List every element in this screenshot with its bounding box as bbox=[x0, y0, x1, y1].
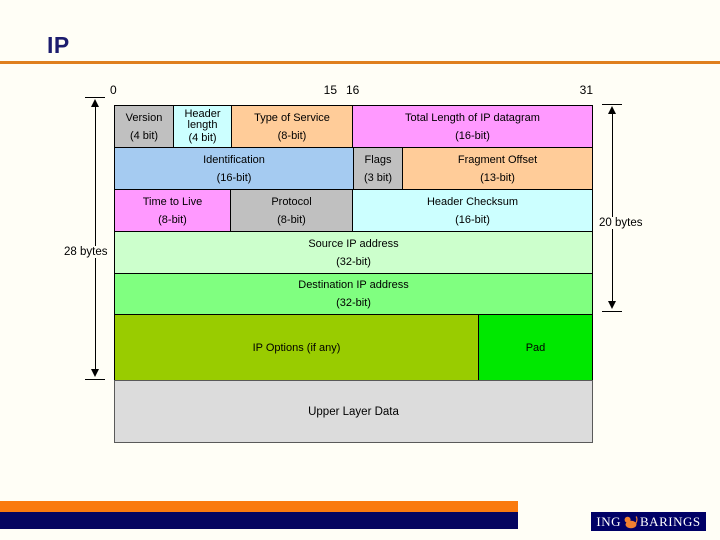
size-label-20-bytes: 20 bytes bbox=[597, 217, 645, 229]
field-pad: Pad bbox=[478, 314, 593, 381]
field-name: Flags bbox=[364, 153, 392, 166]
bit-label-0: 0 bbox=[110, 83, 117, 97]
bit-label-15: 15 bbox=[323, 83, 337, 97]
left-arrow-down-head bbox=[91, 369, 99, 377]
right-arrow-down-head bbox=[608, 301, 616, 309]
field-name: IP Options (if any) bbox=[252, 341, 341, 354]
field-destination-ip: Destination IP address (32-bit) bbox=[114, 273, 593, 315]
field-fragment-offset: Fragment Offset (13-bit) bbox=[402, 147, 593, 190]
title-divider bbox=[0, 61, 720, 64]
field-source-ip: Source IP address (32-bit) bbox=[114, 231, 593, 274]
field-header-length: Header length (4 bit) bbox=[173, 105, 232, 148]
field-bits: (4 bit) bbox=[129, 129, 159, 142]
field-bits: (16-bit) bbox=[216, 171, 252, 184]
field-bits: (8-bit) bbox=[277, 213, 306, 226]
field-identification: Identification (16-bit) bbox=[114, 147, 354, 190]
field-name: Header Checksum bbox=[426, 195, 519, 208]
field-bits: (16-bit) bbox=[455, 129, 490, 142]
field-header-checksum: Header Checksum (16-bit) bbox=[352, 189, 593, 232]
field-name: Pad bbox=[525, 341, 546, 354]
right-arrow-bottom-cap bbox=[602, 311, 622, 312]
header-row-5: Destination IP address (32-bit) bbox=[114, 273, 593, 315]
left-arrow-bottom-cap bbox=[85, 379, 105, 380]
field-type-of-service: Type of Service (8-bit) bbox=[231, 105, 353, 148]
field-bits: (32-bit) bbox=[336, 255, 371, 268]
field-name: Identification bbox=[203, 153, 265, 166]
field-name: Protocol bbox=[271, 195, 312, 208]
payload-label: Upper Layer Data bbox=[308, 405, 399, 418]
field-bits: (13-bit) bbox=[480, 171, 515, 184]
field-name: Source IP address bbox=[308, 237, 399, 250]
field-total-length: Total Length of IP datagram (16-bit) bbox=[352, 105, 593, 148]
page-title: IP bbox=[47, 32, 70, 58]
field-bits: (4 bit) bbox=[188, 131, 217, 144]
field-bits: (16-bit) bbox=[455, 213, 490, 226]
field-name: Fragment Offset bbox=[457, 153, 538, 166]
left-arrow-up-head bbox=[91, 99, 99, 107]
logo-text-ing: ING bbox=[596, 513, 622, 529]
bit-label-31: 31 bbox=[579, 83, 593, 97]
field-name: Total Length of IP datagram bbox=[405, 111, 540, 124]
field-name: Time to Live bbox=[142, 195, 203, 208]
ing-barings-logo: ING BARINGS bbox=[591, 512, 706, 531]
size-label-28-bytes: 28 bytes bbox=[62, 246, 110, 258]
field-bits: (32-bit) bbox=[336, 297, 371, 309]
header-row-4: Source IP address (32-bit) bbox=[114, 231, 593, 274]
right-arrow-up-head bbox=[608, 106, 616, 114]
footer-orange-bar bbox=[0, 501, 518, 512]
field-name: Destination IP address bbox=[298, 279, 409, 291]
field-bits: (3 bit) bbox=[363, 171, 393, 184]
payload-box: Upper Layer Data bbox=[114, 380, 593, 443]
field-protocol: Protocol (8-bit) bbox=[230, 189, 353, 232]
field-name: Header length bbox=[184, 107, 221, 132]
header-row-1: Version (4 bit) Header length (4 bit) Ty… bbox=[114, 105, 593, 148]
logo-text-barings: BARINGS bbox=[640, 513, 701, 529]
left-arrow-line bbox=[95, 106, 96, 371]
header-row-6: IP Options (if any) Pad bbox=[114, 314, 593, 381]
field-bits: (8-bit) bbox=[158, 213, 187, 226]
field-name: Type of Service bbox=[254, 111, 330, 124]
field-version: Version (4 bit) bbox=[114, 105, 174, 148]
right-arrow-line bbox=[612, 113, 613, 303]
footer-navy-bar bbox=[0, 512, 518, 529]
header-row-2: Identification (16-bit) Flags (3 bit) Fr… bbox=[114, 147, 593, 190]
header-row-3: Time to Live (8-bit) Protocol (8-bit) He… bbox=[114, 189, 593, 232]
right-arrow-top-cap bbox=[602, 104, 622, 105]
field-bits: (8-bit) bbox=[277, 129, 307, 142]
field-time-to-live: Time to Live (8-bit) bbox=[114, 189, 231, 232]
bit-label-16: 16 bbox=[346, 83, 360, 97]
ing-lion-icon bbox=[623, 515, 638, 529]
field-flags: Flags (3 bit) bbox=[353, 147, 403, 190]
field-name: Version bbox=[125, 111, 163, 124]
left-arrow-top-cap bbox=[85, 97, 105, 98]
field-ip-options: IP Options (if any) bbox=[114, 314, 479, 381]
